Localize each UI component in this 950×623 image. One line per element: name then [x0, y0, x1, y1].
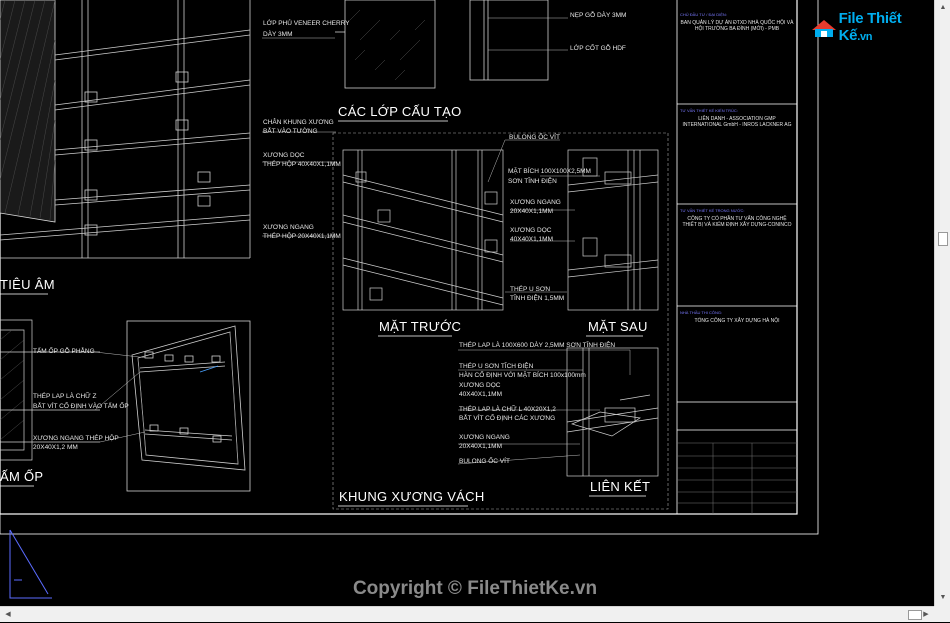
title-mat-truoc: MẶT TRƯỚC	[379, 319, 462, 334]
label-xuong-ngang-r: XƯƠNG NGANG	[510, 199, 561, 206]
filethietke-logo: File Thiết Kế.vn	[810, 10, 934, 44]
logo-domain: .vn	[857, 31, 873, 43]
tb-consultant: LIÊN DANH - ASSOCIATION GMP INTERNATIONA…	[682, 116, 792, 128]
title-lien-ket: LIÊN KẾT	[590, 479, 651, 494]
label-bulong: BULONG ỐC VÍT	[509, 134, 560, 141]
title-cac-lop: CÁC LỚP CẤU TẠO	[338, 104, 462, 119]
title-tieu-am: TIÊU ÂM	[0, 277, 55, 292]
vertical-scrollbar[interactable]: ▲ ▼	[934, 0, 950, 606]
label-xd-size: 40X40X1,1MM	[510, 236, 553, 243]
scroll-left-icon[interactable]: ◀	[5, 611, 11, 618]
label-lop-phu: LỚP PHỦ VENEER CHERRY	[263, 20, 350, 27]
tb-consultant-label: TƯ VẤN THIẾT KẾ KIẾN TRÚC:	[680, 108, 738, 113]
logo-name: File Thiết Kế	[838, 10, 902, 44]
label-xd-lk-size: 40X40X1,1MM	[459, 391, 502, 398]
label-nep-go: NẸP GỖ DÀY 3MM	[570, 12, 627, 19]
label-thep-lap-z: THÉP LAP LÀ CHỮ Z	[33, 393, 97, 400]
logo-text: File Thiết Kế.vn	[839, 10, 934, 44]
label-mat-bich: MẶT BÍCH 100X100X2,5MM	[508, 168, 591, 175]
label-bat-vit-xuong: BẮT VÍT CỐ ĐỊNH CÁC XƯƠNG	[459, 415, 556, 422]
label-tinh-dien: TĨNH ĐIỆN 1,5MM	[510, 295, 565, 302]
title-mat-sau: MẶT SAU	[588, 319, 648, 334]
tb-owner-label: CHỦ ĐẦU TƯ / ĐẠI DIỆN:	[680, 12, 727, 17]
label-xuong-doc-r: XƯƠNG DỌC	[510, 227, 552, 234]
logo-icon	[810, 16, 837, 38]
tb-local-label: TƯ VẤN THIẾT KẾ TRONG NƯỚC:	[680, 208, 745, 213]
label-xuong-doc: XƯƠNG DỌC	[263, 152, 305, 159]
label-thep-hop-ngang: THÉP HỘP 20X40X1,1MM	[263, 233, 341, 240]
cad-drawing-canvas[interactable]: LỚP PHỦ VENEER CHERRY DÀY 3MM NẸP GỖ DÀY…	[0, 0, 934, 606]
tb-owner: BAN QUẢN LÝ DỰ ÁN ĐTXD NHÀ QUỐC HỘI VÀ H…	[680, 20, 794, 32]
copyright-watermark: Copyright © FileThietKe.vn	[352, 578, 598, 599]
label-xn-size: 20X40X1,1MM	[510, 208, 553, 215]
label-chan-khung: CHÂN KHUNG XƯƠNG	[263, 119, 334, 126]
label-xuong-ngang-lk: XƯƠNG NGANG	[459, 434, 510, 441]
label-tam-op: TẤM ỐP GỖ PHẲNG	[33, 348, 95, 355]
label-bat-vit-z: BẮT VÍT CỐ ĐỊNH VÀO TẤM ỐP	[33, 403, 129, 410]
scroll-right-icon[interactable]: ▶	[923, 611, 929, 618]
label-thep-hop-doc: THÉP HỘP 40X40X1,1MM	[263, 161, 341, 168]
vertical-scroll-thumb[interactable]	[938, 232, 948, 246]
label-thep-u: THÉP U SƠN	[510, 286, 551, 293]
label-thep-u-son: THÉP U SƠN TĨCH ĐIỆN	[459, 363, 534, 370]
label-xn-thep-size: 20X40X1,2 MM	[33, 444, 78, 451]
drawing-linework	[0, 0, 819, 599]
label-son-tinh-dien: SƠN TĨNH ĐIỆN	[508, 178, 557, 185]
scrollbar-corner	[934, 606, 950, 622]
label-xn-thep-hop: XƯƠNG NGANG THÉP HỘP	[33, 435, 119, 442]
scroll-up-icon[interactable]: ▲	[939, 4, 947, 11]
label-han-co-dinh: HÀN CỐ ĐỊNH VỚI MẶT BÍCH 100x100mm	[459, 372, 586, 379]
label-thep-lap-100: THÉP LAP LÀ 100X600 DÀY 2,5MM SƠN TĨNH Đ…	[459, 342, 616, 349]
horizontal-scrollbar[interactable]: ◀ ▶	[0, 606, 934, 622]
tb-contractor-label: NHÀ THẦU THI CÔNG:	[680, 310, 723, 315]
label-xuong-ngang: XƯƠNG NGANG	[263, 224, 314, 231]
label-thep-lap-l: THÉP LAP LÀ CHỮ L 40X20X1,2	[459, 406, 556, 413]
horizontal-scroll-thumb[interactable]	[908, 610, 922, 620]
tb-local: CÔNG TY CỔ PHẦN TƯ VẤN CÔNG NGHỆ THIẾT B…	[682, 216, 792, 228]
title-khung-xuong: KHUNG XƯƠNG VÁCH	[339, 489, 485, 504]
label-bat-vao-tuong: BẮT VÀO TƯỜNG	[263, 128, 318, 135]
label-xn-lk-size: 20X40X1,1MM	[459, 443, 502, 450]
label-bulong-lk: BULONG ỐC VÍT	[459, 458, 510, 465]
title-tam-op: ẤM ỐP	[0, 469, 44, 484]
scroll-down-icon[interactable]: ▼	[939, 594, 947, 601]
label-lop-cot: LỚP CỐT GỖ HDF	[570, 45, 626, 52]
label-day-3mm: DÀY 3MM	[263, 31, 293, 38]
label-xuong-doc-lk: XƯƠNG DỌC	[459, 382, 501, 389]
tb-contractor: TỔNG CÔNG TY XÂY DỰNG HÀ NỘI	[694, 318, 780, 324]
